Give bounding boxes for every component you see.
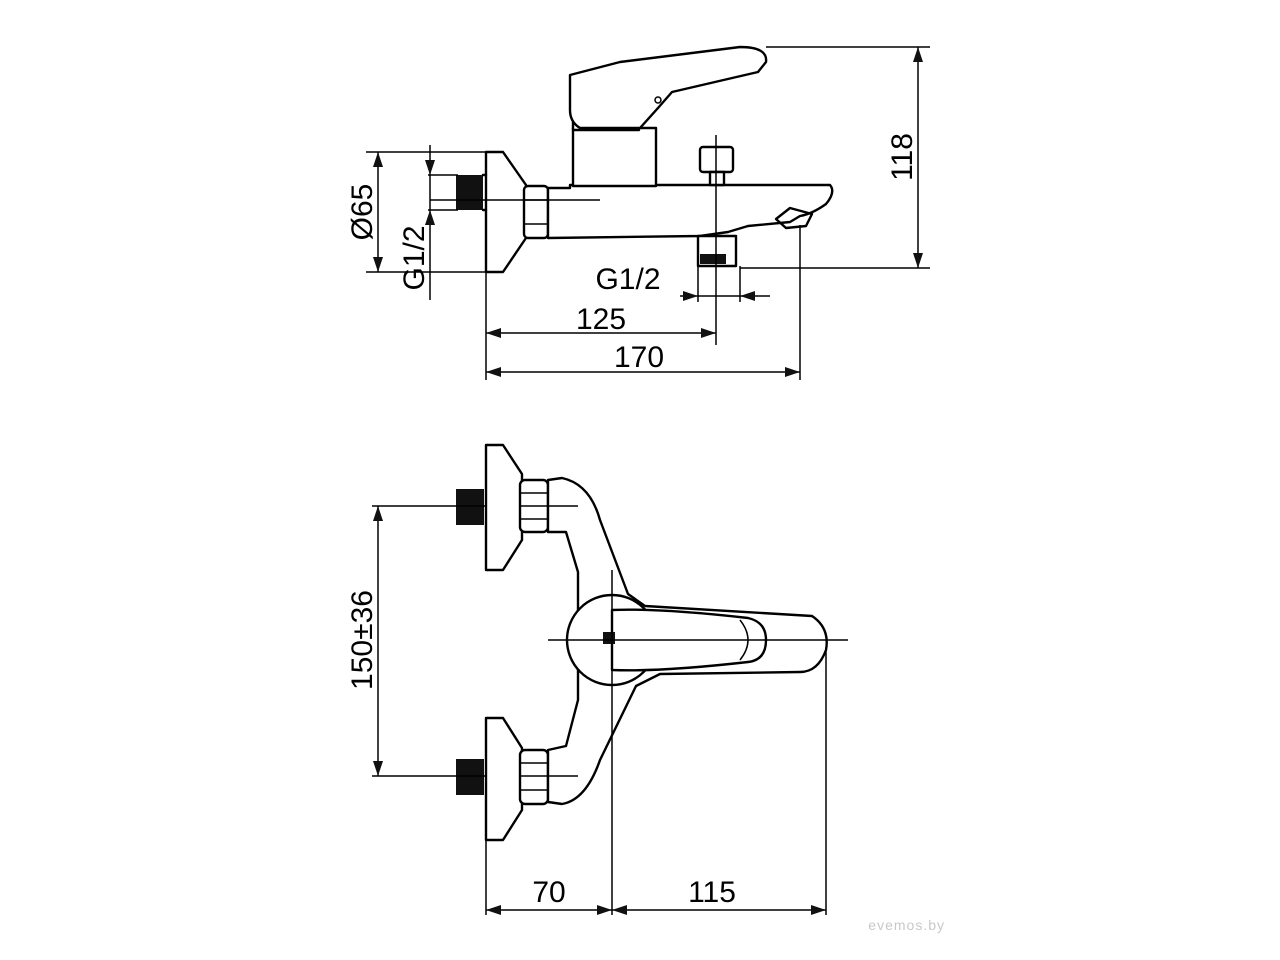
- side-view: 118 Ø65 G1/2 G1/2 125 170: [346, 45, 930, 380]
- hex-nut: [522, 184, 550, 240]
- dim-115-label: 115: [688, 876, 736, 909]
- lower-hex-nut: [518, 748, 550, 806]
- watermark: evemos.by: [868, 917, 945, 933]
- inlet-thread: [456, 175, 483, 210]
- cartridge-housing: [571, 126, 658, 188]
- upper-wall-flange: [484, 443, 524, 572]
- lower-inlet-thread: [456, 759, 484, 795]
- dim-125-label: 125: [576, 303, 626, 336]
- dim-70-label: 70: [532, 876, 565, 909]
- dim-diameter-label: Ø65: [346, 184, 379, 241]
- dim-outlet-thread-label: G1/2: [595, 263, 660, 296]
- dim-170-label: 170: [614, 341, 664, 374]
- dim-118-label: 118: [886, 133, 919, 181]
- mixer-body: [546, 183, 834, 240]
- dim-centers-label: 150±36: [346, 590, 379, 690]
- lower-wall-flange: [484, 716, 524, 842]
- upper-inlet-thread: [456, 489, 484, 525]
- aerator: [774, 206, 814, 230]
- dim-inlet-thread-label: G1/2: [398, 225, 431, 290]
- top-view: 150±36 70 115: [346, 443, 848, 915]
- wall-flange: [484, 150, 528, 274]
- lever-handle: [568, 45, 768, 130]
